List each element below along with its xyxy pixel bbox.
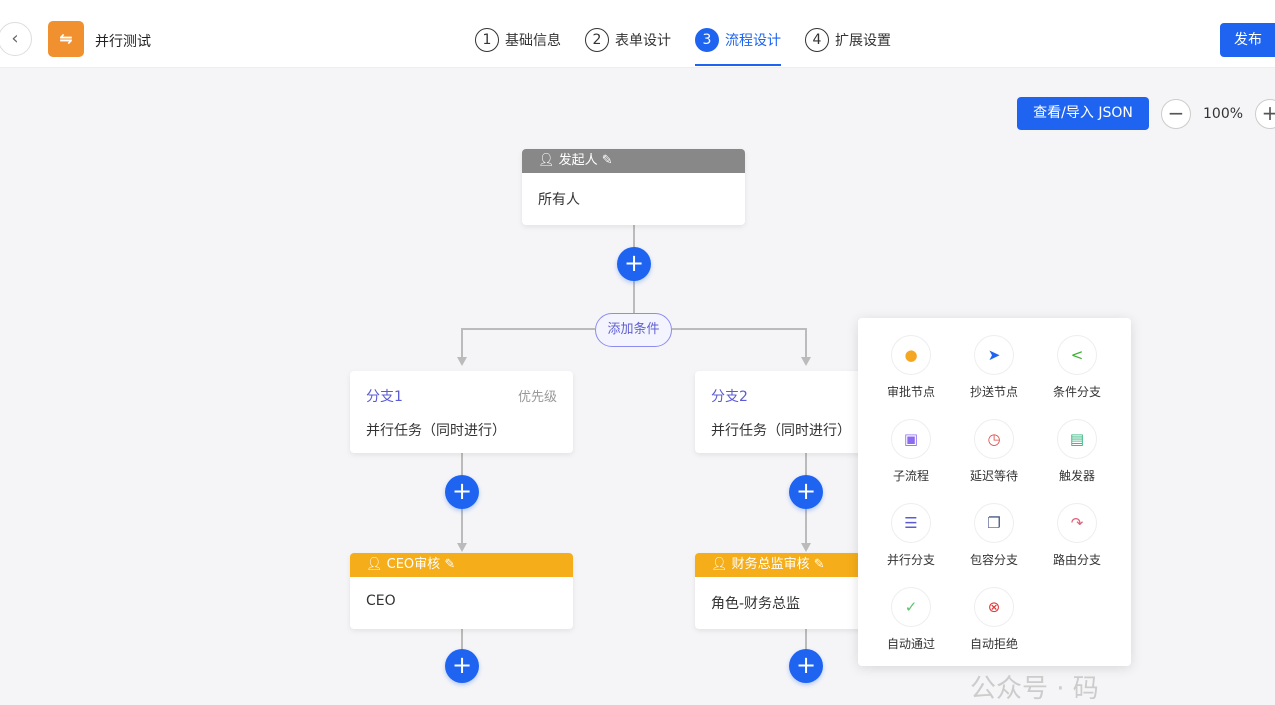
approver-node[interactable]: 👤︎ CEO审核 ✎ CEO (350, 553, 573, 629)
subprocess-icon: ▣ (891, 419, 931, 459)
tab-extended-settings[interactable]: 4 扩展设置 (805, 27, 891, 53)
menu-item-label: 延迟等待 (969, 469, 1018, 483)
arrow-icon (801, 357, 811, 366)
zoom-out-button[interactable]: − (1161, 99, 1191, 129)
route-icon: ↷ (1057, 503, 1097, 543)
start-node[interactable]: 👤︎ 发起人 ✎ 所有人 (522, 149, 745, 225)
zoom-level: 100% (1203, 106, 1244, 122)
user-icon: ● (891, 335, 931, 375)
step-number: 2 (585, 28, 609, 52)
arrow-icon (801, 543, 811, 552)
edit-icon[interactable]: ✎ (813, 557, 825, 572)
menu-item-label: 审批节点 (886, 385, 935, 399)
add-node-button[interactable]: + (617, 247, 651, 281)
menu-item-label: 并行分支 (886, 553, 935, 567)
connector (461, 328, 595, 330)
menu-item-sliders[interactable]: ☰ 并行分支 (871, 503, 951, 568)
connector (461, 328, 463, 358)
add-node-menu: ● 审批节点 ➤ 抄送节点 < 条件分支 ▣ 子流程 ◷ 延迟等待 ▤ 触发器 ☰ 并行分支 ❐ 包容分支 ↷ 路… (858, 318, 1131, 666)
menu-item-subprocess[interactable]: ▣ 子流程 (871, 419, 951, 484)
edit-icon[interactable]: ✎ (601, 153, 613, 168)
check-icon: ✓ (891, 587, 931, 627)
branch-name: 分支1 (366, 389, 403, 405)
menu-item-label: 子流程 (892, 469, 929, 483)
menu-item-label: 条件分支 (1052, 385, 1101, 399)
node-body: 角色-财务总监 (711, 596, 801, 612)
menu-item-label: 抄送节点 (969, 385, 1018, 399)
step-tabs: 1 基础信息 2 表单设计 3 流程设计 4 扩展设置 (475, 27, 891, 66)
branch-body: 并行任务（同时进行） (711, 423, 851, 439)
step-label: 扩展设置 (835, 33, 891, 49)
branch-name: 分支2 (711, 389, 748, 405)
send-icon: ➤ (974, 335, 1014, 375)
menu-item-share[interactable]: < 条件分支 (1037, 335, 1117, 400)
sliders-icon: ☰ (891, 503, 931, 543)
zoom-in-button[interactable]: + (1255, 99, 1275, 129)
step-number: 4 (805, 28, 829, 52)
step-number: 1 (475, 28, 499, 52)
top-bar: ‹ ⇋ 并行测试 1 基础信息 2 表单设计 3 流程设计 4 扩展设置 发布 (0, 0, 1275, 68)
publish-button[interactable]: 发布 (1220, 23, 1275, 57)
branch-card[interactable]: 分支1 优先级 并行任务（同时进行） (350, 371, 573, 453)
branch-body: 并行任务（同时进行） (366, 423, 506, 439)
app-logo-icon: ⇋ (48, 21, 84, 57)
menu-item-check[interactable]: ✓ 自动通过 (871, 587, 951, 652)
arrow-icon (457, 543, 467, 552)
add-node-button[interactable]: + (789, 475, 823, 509)
arrow-icon (457, 357, 467, 366)
add-node-button[interactable]: + (445, 475, 479, 509)
add-node-button[interactable]: + (445, 649, 479, 683)
menu-item-label: 自动通过 (886, 637, 935, 651)
add-node-button[interactable]: + (789, 649, 823, 683)
back-button[interactable]: ‹ (0, 22, 32, 56)
menu-item-label: 自动拒绝 (969, 637, 1018, 651)
share-icon: < (1057, 335, 1097, 375)
branch-priority: 优先级 (517, 390, 557, 405)
page-title: 并行测试 (95, 34, 151, 50)
step-label: 流程设计 (725, 33, 781, 49)
menu-item-trigger[interactable]: ▤ 触发器 (1037, 419, 1117, 484)
copy-icon: ❐ (974, 503, 1014, 543)
connector (805, 628, 807, 658)
node-header: 👤︎ CEO审核 ✎ (350, 553, 573, 577)
tab-flow-design[interactable]: 3 流程设计 (695, 27, 781, 66)
tab-form-design[interactable]: 2 表单设计 (585, 27, 671, 53)
node-header: 👤︎ 发起人 ✎ (522, 149, 745, 173)
node-body: CEO (366, 593, 396, 609)
user-icon: 👤︎ (711, 557, 732, 572)
menu-item-label: 路由分支 (1052, 553, 1101, 567)
connector (461, 628, 463, 658)
reject-icon: ⊗ (974, 587, 1014, 627)
user-icon: 👤︎ (538, 153, 559, 168)
connector (672, 328, 806, 330)
node-title: 财务总监审核 (731, 557, 810, 572)
menu-item-clock[interactable]: ◷ 延迟等待 (954, 419, 1034, 484)
menu-item-send[interactable]: ➤ 抄送节点 (954, 335, 1034, 400)
tab-basic-info[interactable]: 1 基础信息 (475, 27, 561, 53)
trigger-icon: ▤ (1057, 419, 1097, 459)
edit-icon[interactable]: ✎ (444, 557, 456, 572)
user-icon: 👤︎ (366, 557, 387, 572)
view-import-json-button[interactable]: 查看/导入 JSON (1017, 97, 1149, 130)
node-title: 发起人 (558, 153, 598, 168)
menu-item-reject[interactable]: ⊗ 自动拒绝 (954, 587, 1034, 652)
menu-item-label: 触发器 (1058, 469, 1095, 483)
node-body: 所有人 (538, 192, 580, 208)
menu-item-copy[interactable]: ❐ 包容分支 (954, 503, 1034, 568)
step-label: 基础信息 (505, 33, 561, 49)
menu-item-user[interactable]: ● 审批节点 (871, 335, 951, 400)
node-title: CEO审核 (386, 557, 441, 572)
step-number: 3 (695, 28, 719, 52)
add-condition-button[interactable]: 添加条件 (595, 313, 672, 347)
menu-item-label: 包容分支 (969, 553, 1018, 567)
watermark: 公众号 · 码 (970, 674, 1099, 704)
clock-icon: ◷ (974, 419, 1014, 459)
menu-item-route[interactable]: ↷ 路由分支 (1037, 503, 1117, 568)
connector (805, 328, 807, 358)
step-label: 表单设计 (615, 33, 671, 49)
